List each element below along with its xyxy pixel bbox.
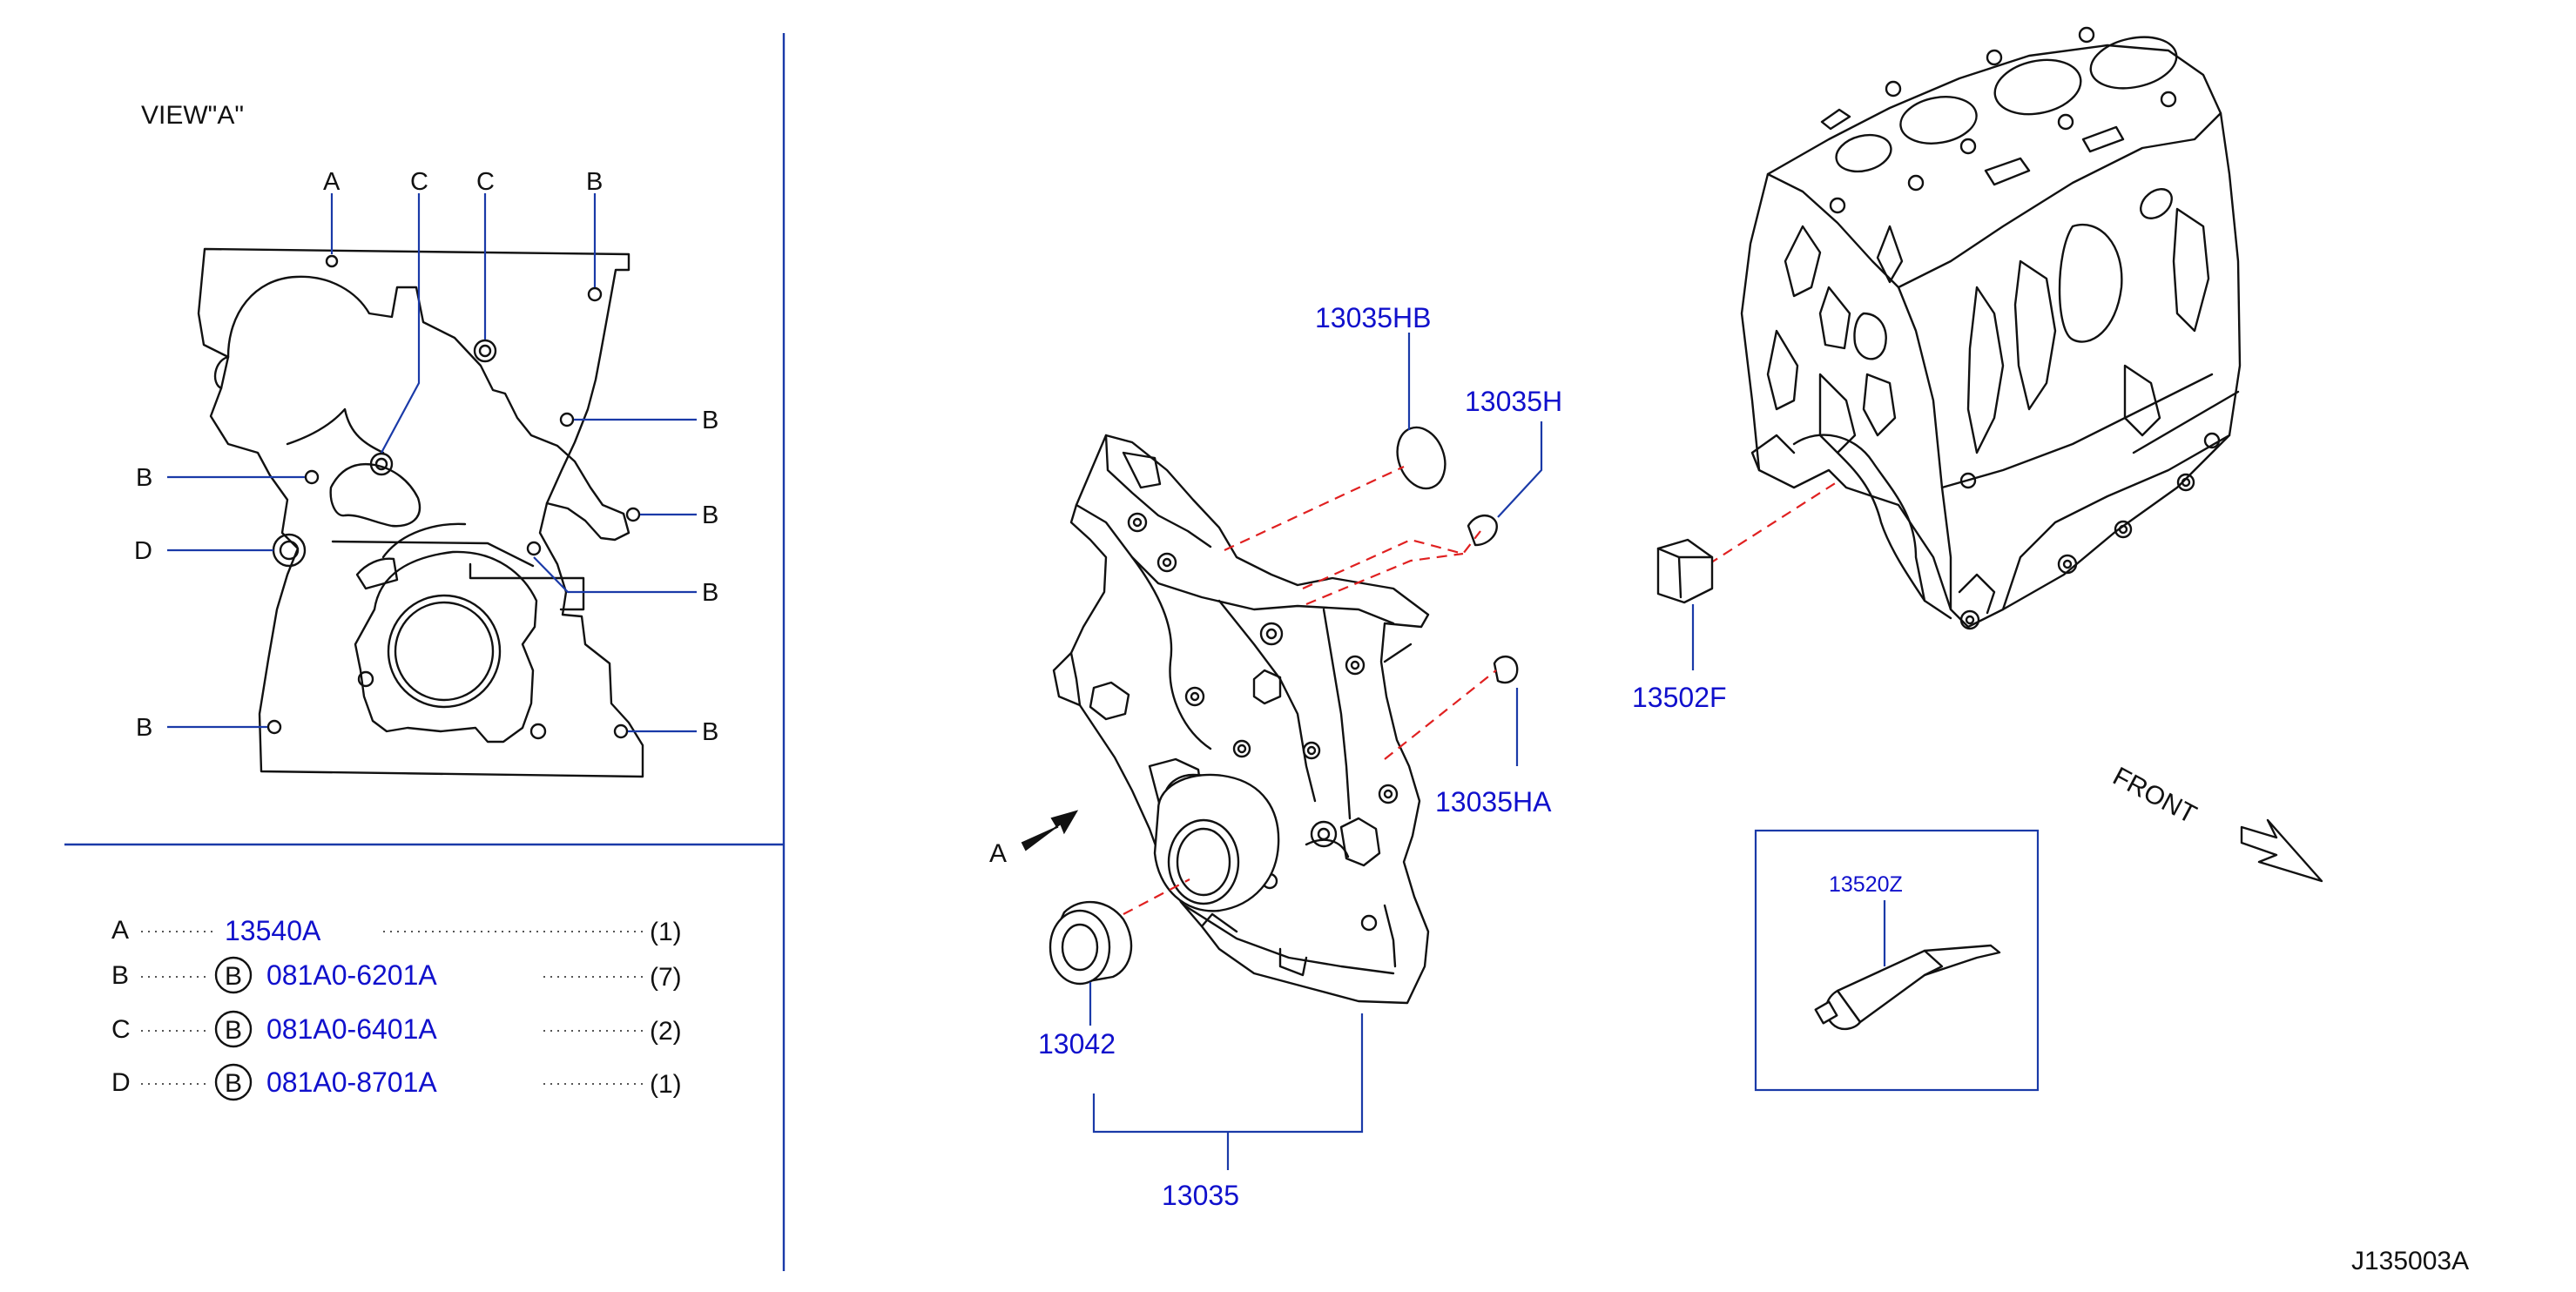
- legend-symbol: B: [225, 962, 242, 991]
- plug-13035h-drawing: [1467, 515, 1498, 547]
- legend-letter: B: [111, 961, 129, 990]
- legend-row-d: D B 081A0-8701A (1): [111, 1063, 682, 1101]
- front-cover-drawing: [1052, 434, 1430, 1005]
- view-arrow-label: A: [989, 839, 1007, 868]
- bolt-symbol-icon: [214, 956, 253, 994]
- callout-a: A: [323, 168, 341, 196]
- legend-part-number[interactable]: 081A0-8701A: [266, 1067, 437, 1098]
- legend-letter: A: [111, 916, 129, 945]
- legend-part-number[interactable]: 081A0-6201A: [266, 959, 437, 991]
- view-a-arrow-icon: [1021, 810, 1079, 851]
- legend-row-b: B B 081A0-6201A (7): [111, 956, 682, 994]
- callout-b-right-1: B: [702, 407, 718, 434]
- view-a-leaders: [167, 193, 697, 733]
- sealant-box: [1754, 829, 2040, 1092]
- callout-b-left-lower: B: [136, 714, 152, 742]
- legend-qty: (1): [650, 918, 682, 946]
- part-13035h[interactable]: 13035H: [1465, 386, 1562, 417]
- legend-part-number[interactable]: 13540A: [225, 915, 321, 946]
- legend-qty: (2): [650, 1017, 682, 1046]
- part-13520z[interactable]: 13520Z: [1829, 872, 1903, 897]
- callout-b-left-upper: B: [136, 464, 152, 492]
- callout-c-left: C: [410, 168, 428, 196]
- oil-seal-13042-drawing: [1049, 900, 1133, 986]
- front-label: FRONT: [2108, 762, 2202, 830]
- part-13502f[interactable]: 13502F: [1632, 682, 1727, 713]
- callout-d: D: [134, 537, 152, 565]
- diagram-code: J135003A: [2351, 1247, 2469, 1275]
- part-13035[interactable]: 13035: [1162, 1180, 1239, 1211]
- callout-c-right: C: [476, 168, 495, 196]
- legend-qty: (1): [650, 1070, 682, 1099]
- callout-b-right-2: B: [702, 501, 718, 529]
- cylinder-block-drawing: [1740, 26, 2242, 630]
- legend-row-c: C B 081A0-6401A (2): [111, 1010, 682, 1048]
- legend-qty: (7): [650, 963, 682, 992]
- legend-letter: D: [111, 1068, 131, 1097]
- dowel-13502f-drawing: [1656, 538, 1714, 604]
- part-13042[interactable]: 13042: [1038, 1028, 1116, 1060]
- callout-b-top: B: [586, 168, 603, 196]
- bolt-symbol-icon: [214, 1010, 253, 1048]
- sealant-tube-icon: [1814, 900, 2001, 1031]
- front-direction-arrow-icon: [2240, 818, 2323, 883]
- callout-b-right-4: B: [702, 718, 718, 746]
- legend-symbol: B: [225, 1069, 242, 1098]
- view-a-title: VIEW"A": [141, 101, 244, 130]
- part-leaders: [1089, 333, 1695, 1170]
- view-a-holes: [266, 254, 641, 740]
- crank-seal-housing: [1153, 773, 1280, 912]
- assembly-guide-lines: [1123, 466, 1840, 915]
- part-13035hb[interactable]: 13035HB: [1315, 302, 1431, 333]
- legend-letter: C: [111, 1015, 131, 1044]
- legend-symbol: B: [225, 1016, 242, 1045]
- part-13035ha[interactable]: 13035HA: [1435, 786, 1552, 818]
- cap-13035hb-drawing: [1396, 426, 1446, 490]
- front-cover-holes: [1127, 512, 1399, 932]
- bolt-symbol-icon: [214, 1063, 253, 1101]
- view-a-cover-outline: [197, 247, 644, 778]
- callout-b-right-3: B: [702, 579, 718, 607]
- plug-13035ha-drawing: [1493, 656, 1519, 684]
- legend-row-a: A 13540A (1): [111, 915, 682, 946]
- legend-part-number[interactable]: 081A0-6401A: [266, 1013, 437, 1045]
